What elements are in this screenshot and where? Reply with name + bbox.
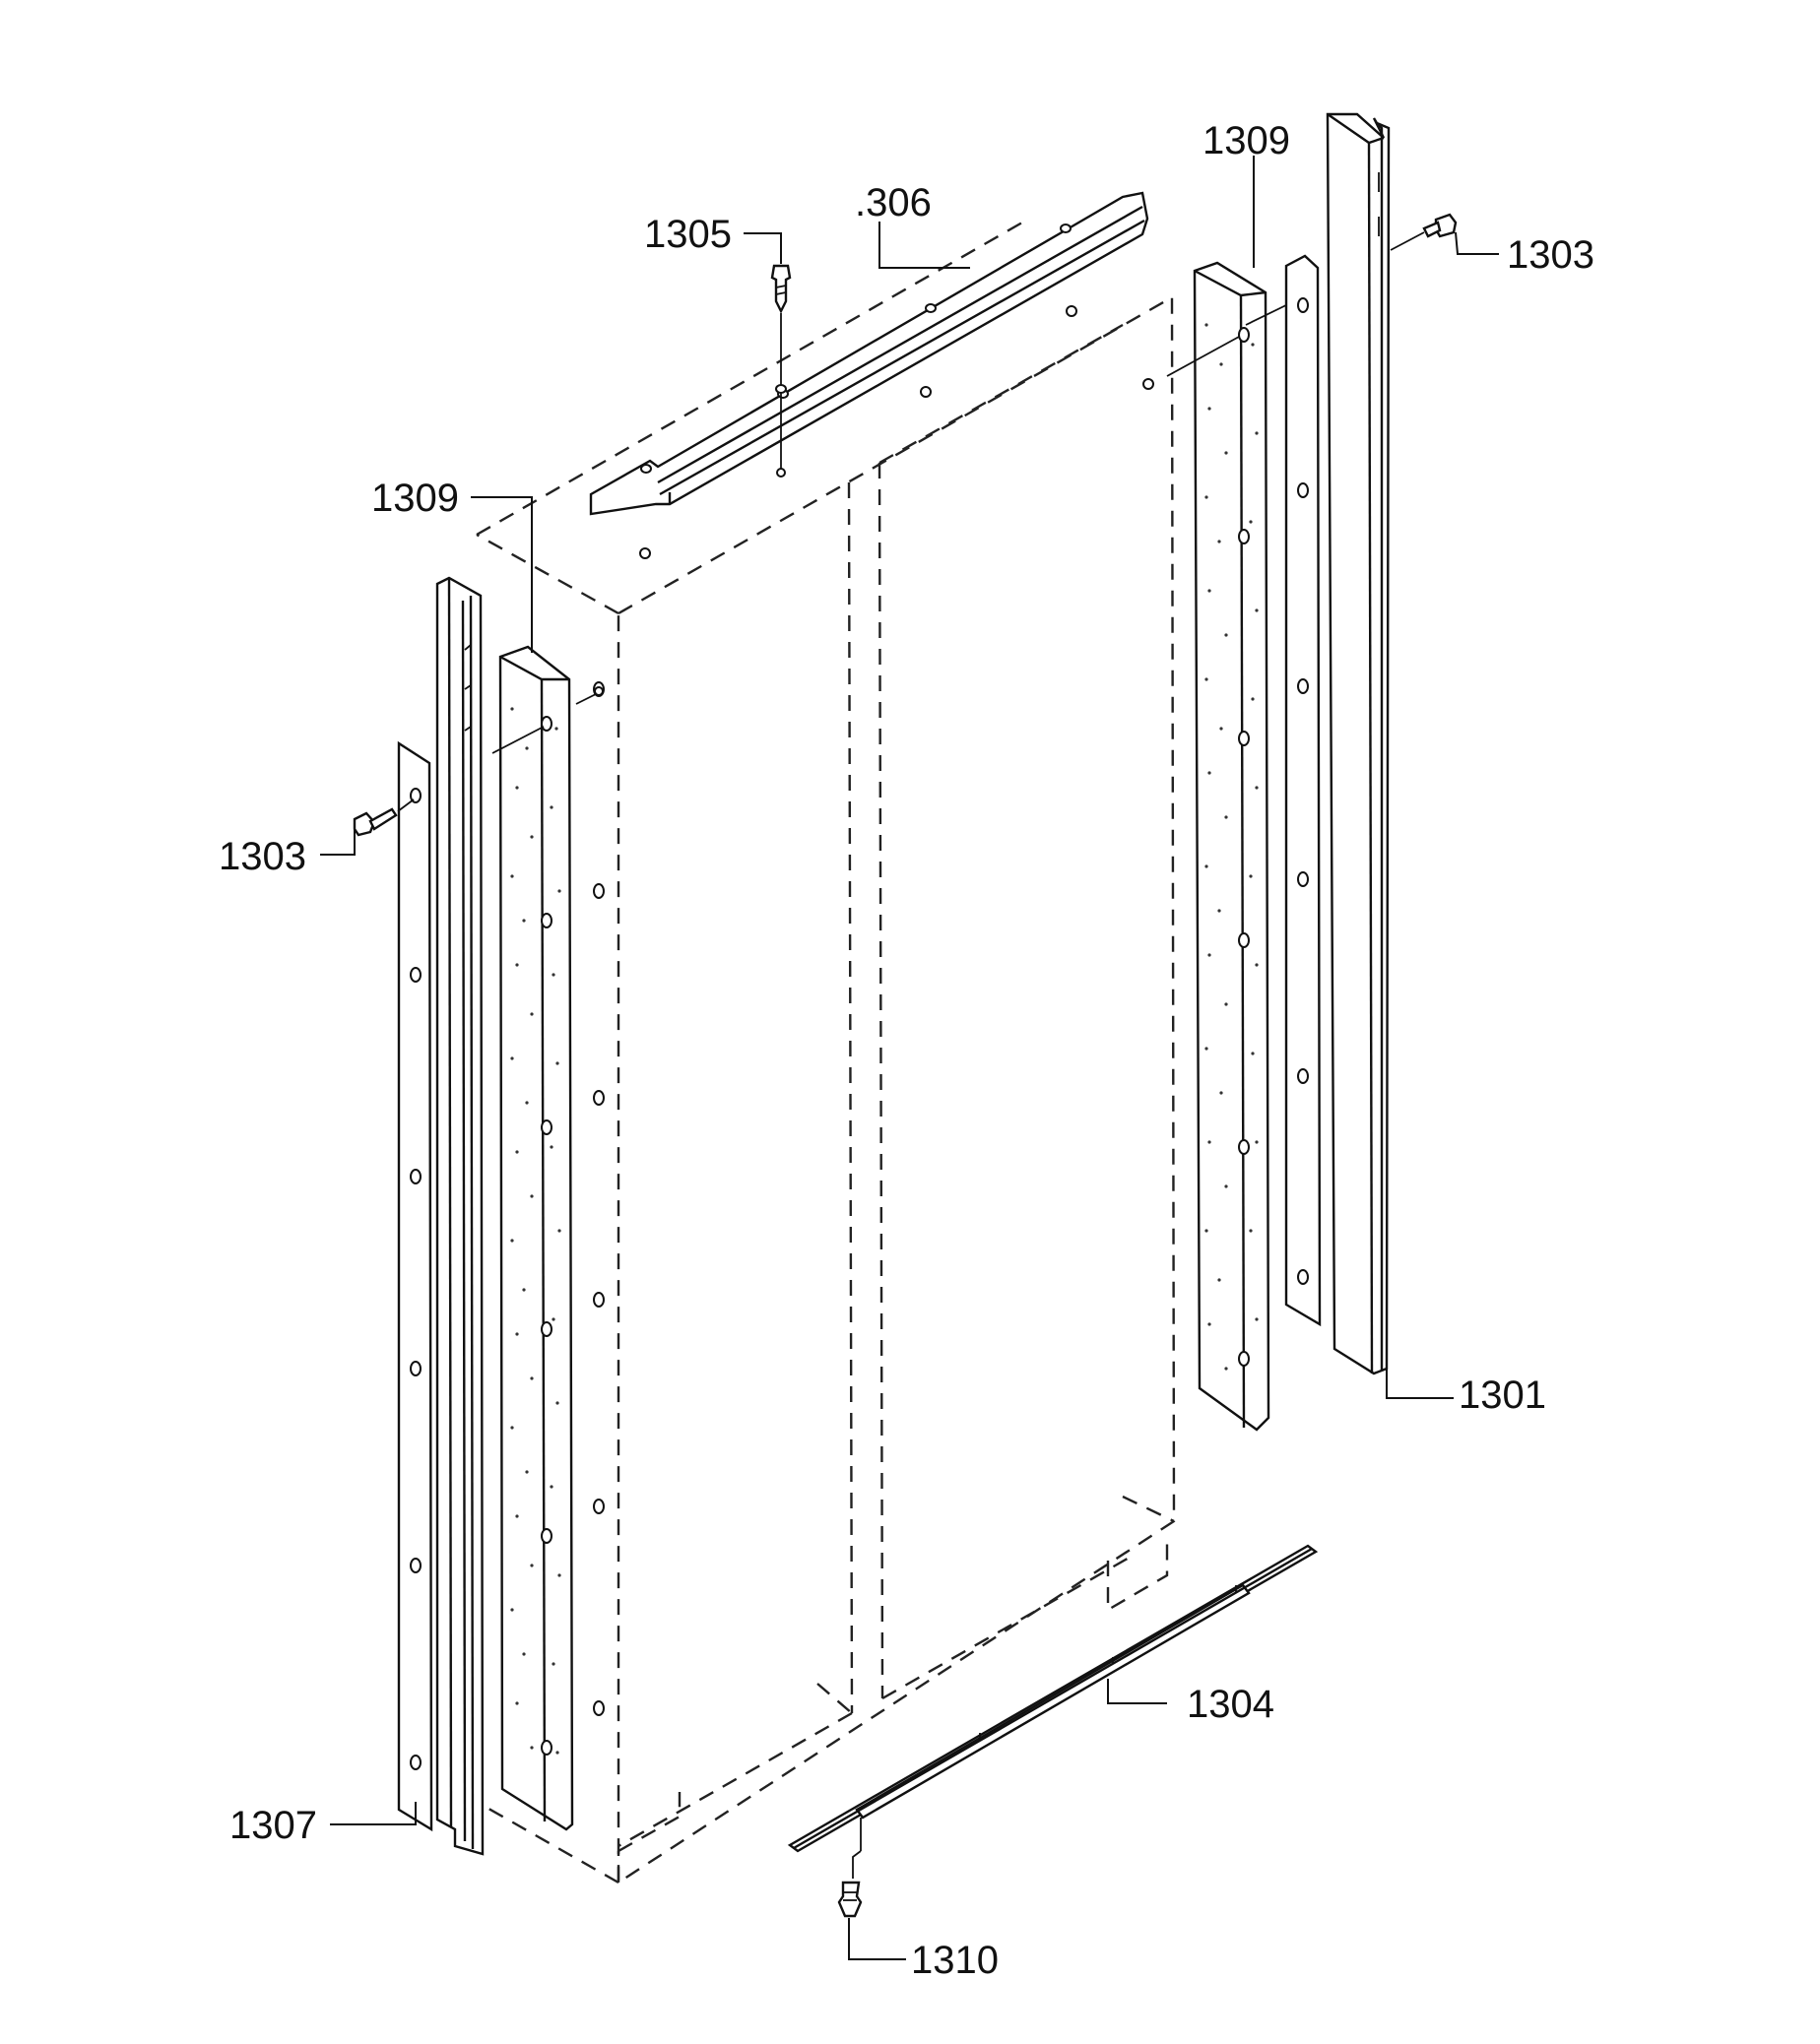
callout-1306: .306: [855, 181, 932, 224]
left-foam-strip: [491, 645, 604, 1831]
cabinet-holes: [593, 305, 1154, 1716]
callout-1307: 1307: [229, 1804, 317, 1847]
callout-1303-left: 1303: [219, 835, 306, 878]
callout-labels: 1305 .306 1309 1303 1309 1303 1301 1304 …: [219, 119, 1594, 1982]
callout-1310: 1310: [911, 1939, 999, 1982]
right-foam-strip: [1166, 261, 1291, 1432]
cabinet-outline: [476, 217, 1176, 1885]
screw-1310: [837, 1818, 863, 1918]
left-channel-strip: [435, 576, 485, 1856]
bottom-rail: [787, 1544, 1319, 1853]
callout-1309-right: 1309: [1202, 119, 1290, 162]
callout-1303-right: 1303: [1507, 233, 1594, 277]
callout-1304: 1304: [1187, 1683, 1274, 1726]
callout-1309-left: 1309: [371, 477, 459, 520]
right-screw-1303: [1390, 213, 1458, 251]
top-rail: [589, 191, 1149, 516]
callout-1305: 1305: [644, 213, 732, 256]
screw-1305: [770, 264, 792, 478]
callout-1301: 1301: [1459, 1373, 1546, 1417]
left-mounting-bracket: [397, 740, 433, 1832]
right-mounting-bracket: [1284, 254, 1322, 1327]
leader-lines: [320, 156, 1499, 1960]
right-vertical-rail: [1326, 112, 1391, 1375]
left-screw-1303: [353, 798, 415, 837]
